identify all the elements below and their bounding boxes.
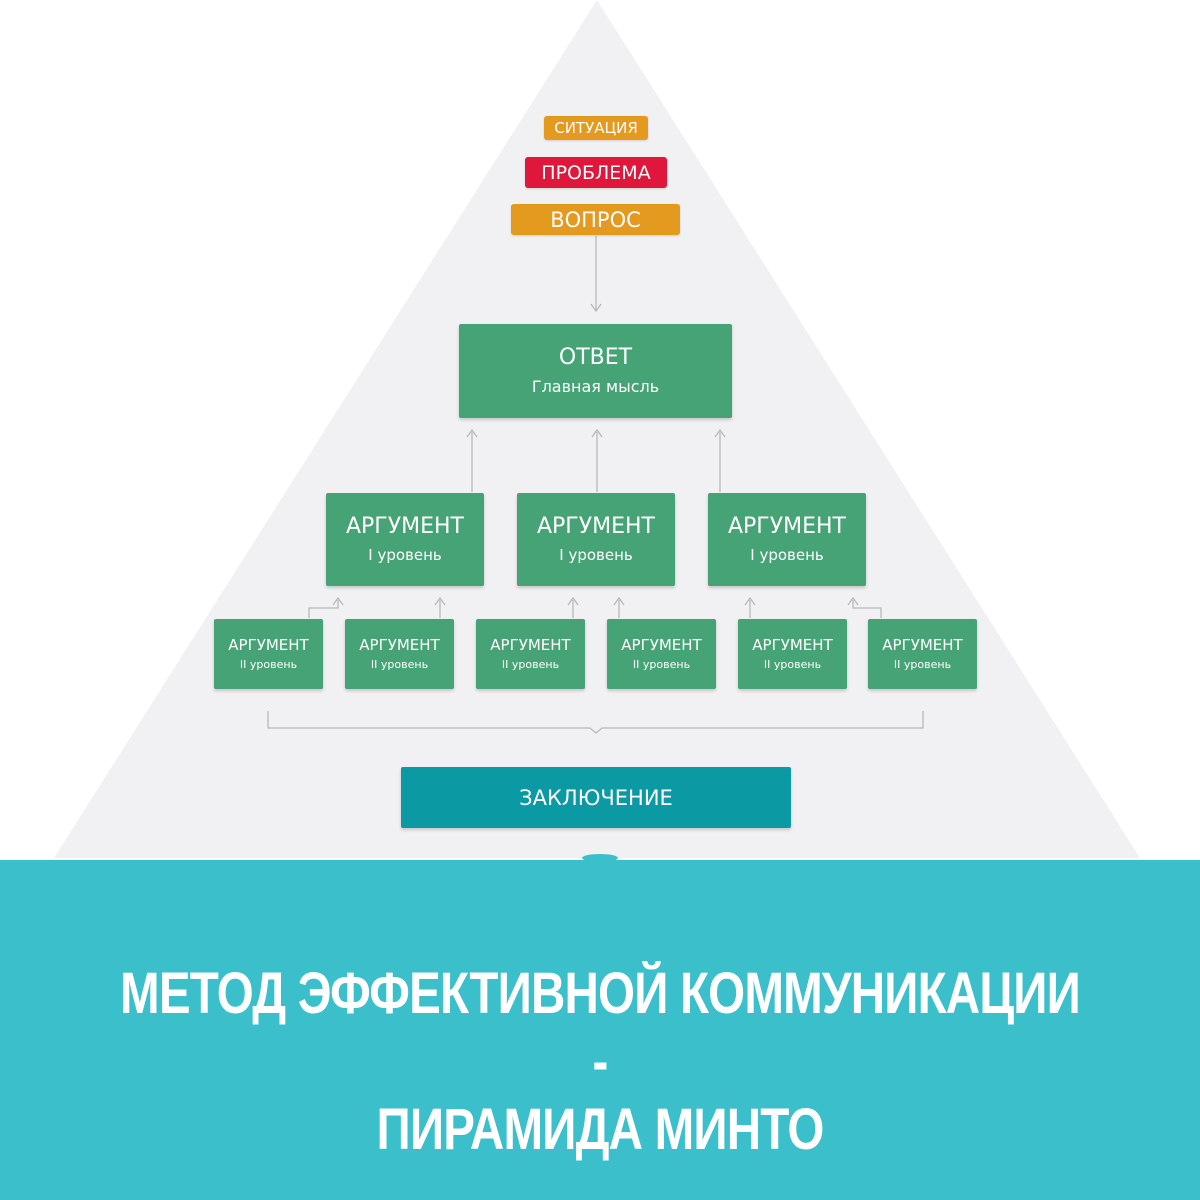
title-banner bbox=[0, 860, 1200, 1200]
arrow-arg1-c bbox=[714, 428, 726, 438]
argument-level2-box: АРГУМЕНТ II уровень bbox=[868, 619, 977, 689]
problem-label: ПРОБЛЕМА bbox=[541, 161, 651, 184]
arrow-arg1-a bbox=[466, 428, 478, 438]
argument-level2-title: АРГУМЕНТ bbox=[621, 636, 702, 655]
headline-line-2: ПИРАМИДА МИНТО bbox=[376, 1097, 824, 1162]
connector-lines bbox=[267, 236, 924, 734]
argument-level1-box: АРГУМЕНТ I уровень bbox=[517, 493, 675, 586]
argument-level2-title: АРГУМЕНТ bbox=[882, 636, 963, 655]
question-tag: ВОПРОС bbox=[511, 204, 680, 235]
argument-level2-subtitle: II уровень bbox=[893, 657, 952, 671]
arrow-arg2-1 bbox=[332, 596, 344, 606]
argument-level1-title: АРГУМЕНТ bbox=[536, 514, 655, 540]
conclusion-bracket bbox=[267, 711, 924, 734]
situation-tag: СИТУАЦИЯ bbox=[544, 116, 648, 140]
argument-level1-box: АРГУМЕНТ I уровень bbox=[326, 493, 484, 586]
argument-level1-title: АРГУМЕНТ bbox=[727, 514, 846, 540]
argument-level2-subtitle: II уровень bbox=[239, 657, 298, 671]
argument-level2-box: АРГУМЕНТ II уровень bbox=[214, 619, 323, 689]
arrow-arg1-b bbox=[591, 428, 603, 438]
answer-subtitle: Главная мысль bbox=[531, 377, 660, 397]
argument-level1-title: АРГУМЕНТ bbox=[345, 514, 464, 540]
conclusion-label: ЗАКЛЮЧЕНИЕ bbox=[519, 785, 673, 810]
arrow-arg2-6 bbox=[847, 596, 859, 606]
argument-level1-subtitle: I уровень bbox=[368, 546, 442, 565]
argument-level2-box: АРГУМЕНТ II уровень bbox=[476, 619, 585, 689]
argument-level2-subtitle: II уровень bbox=[632, 657, 691, 671]
question-label: ВОПРОС bbox=[550, 207, 641, 232]
argument-level2-box: АРГУМЕНТ II уровень bbox=[345, 619, 454, 689]
argument-level2-title: АРГУМЕНТ bbox=[359, 636, 440, 655]
argument-level2-title: АРГУМЕНТ bbox=[490, 636, 571, 655]
arrow-answer-down bbox=[590, 303, 602, 313]
answer-title: ОТВЕТ bbox=[558, 345, 633, 371]
arrow-arg2-5 bbox=[744, 596, 756, 606]
arrow-arg2-2 bbox=[434, 596, 446, 606]
headline: МЕТОД ЭФФЕКТИВНОЙ КОММУНИКАЦИИ - ПИРАМИД… bbox=[108, 960, 1092, 1164]
argument-level1-box: АРГУМЕНТ I уровень bbox=[708, 493, 866, 586]
argument-level2-title: АРГУМЕНТ bbox=[228, 636, 309, 655]
arrow-arg2-3 bbox=[567, 596, 579, 606]
answer-box: ОТВЕТ Главная мысль bbox=[459, 324, 732, 418]
argument-level2-title: АРГУМЕНТ bbox=[752, 636, 833, 655]
headline-line-1: МЕТОД ЭФФЕКТИВНОЙ КОММУНИКАЦИИ - bbox=[120, 961, 1081, 1094]
argument-level1-subtitle: I уровень bbox=[559, 546, 633, 565]
argument-level2-box: АРГУМЕНТ II уровень bbox=[738, 619, 847, 689]
argument-level2-subtitle: II уровень bbox=[370, 657, 429, 671]
argument-level2-subtitle: II уровень bbox=[501, 657, 560, 671]
connector-arg2-6 bbox=[852, 600, 882, 618]
argument-level2-box: АРГУМЕНТ II уровень bbox=[607, 619, 716, 689]
situation-label: СИТУАЦИЯ bbox=[554, 119, 638, 137]
conclusion-box: ЗАКЛЮЧЕНИЕ bbox=[401, 767, 791, 828]
argument-level1-subtitle: I уровень bbox=[750, 546, 824, 565]
arrow-arg2-4 bbox=[613, 596, 625, 606]
argument-level2-subtitle: II уровень bbox=[763, 657, 822, 671]
problem-tag: ПРОБЛЕМА bbox=[525, 157, 667, 188]
connector-arg2-1 bbox=[308, 600, 339, 618]
